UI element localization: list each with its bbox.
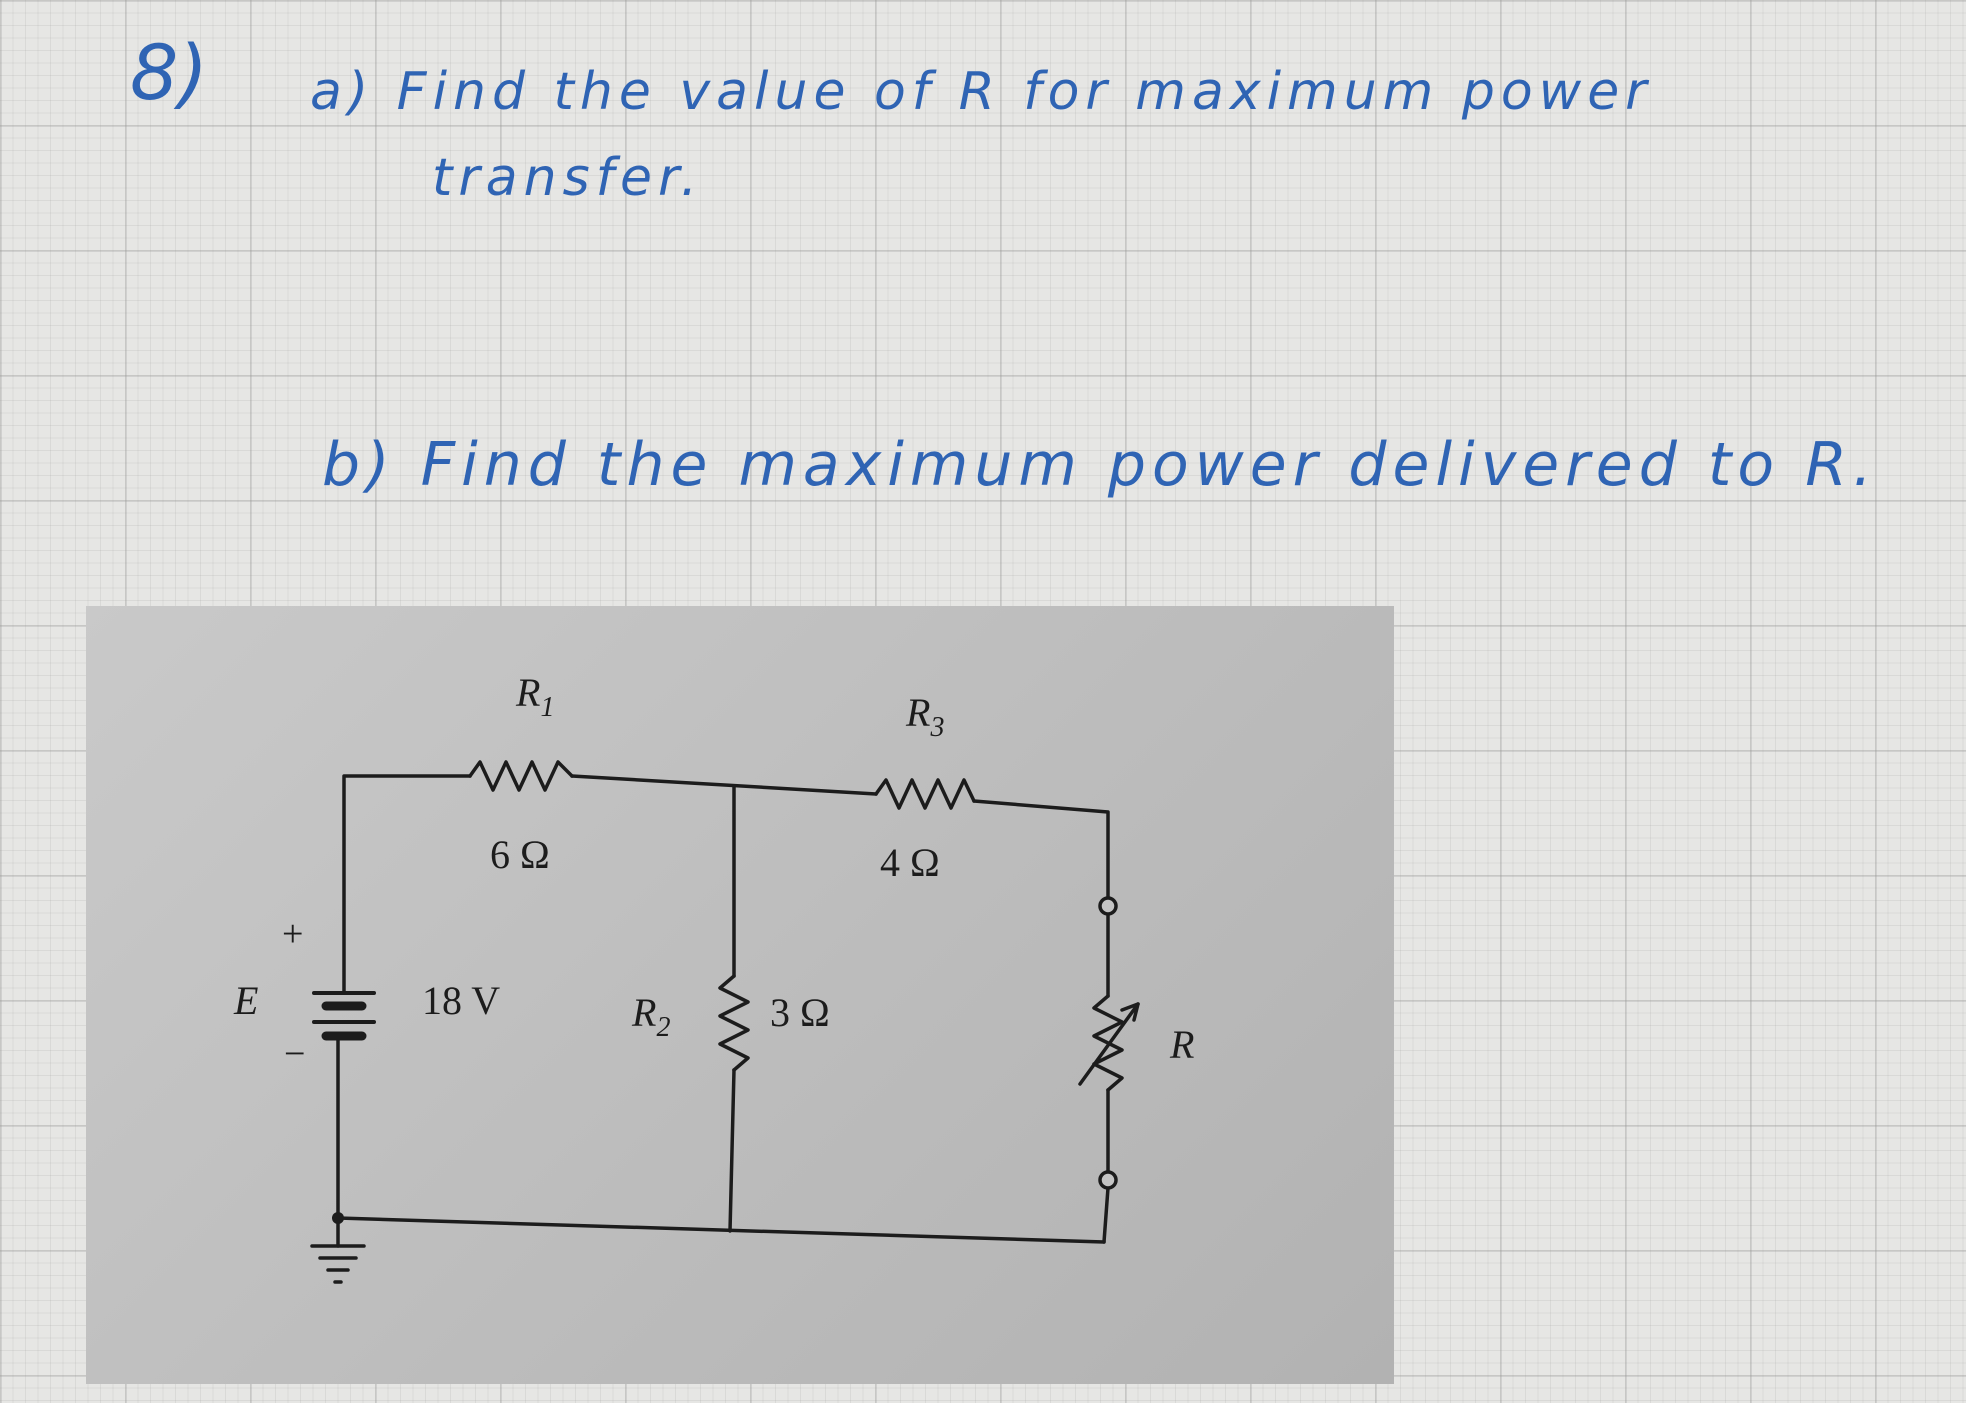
wire-top-left [342,774,472,995]
source-value: 18 V [422,978,500,1023]
wire-load-bottom [1102,1186,1110,1244]
r2-value: 3 Ω [770,990,830,1035]
circuit-svg: R1 6 Ω R3 4 Ω R2 3 Ω E 18 V + − R [233,670,1194,1284]
r1-value: 6 Ω [490,832,550,877]
source-plus: + [282,913,303,955]
question-part-a-line-1: a) Find the value of R for maximum power [310,62,1653,122]
terminal-bottom [1098,1170,1118,1190]
question-part-b: b) Find the maximum power delivered to R… [322,430,1878,500]
wire-r2-bottom [728,1068,736,1233]
terminal-top [1098,896,1118,916]
question-number: 8) [130,28,209,117]
r2-label: R2 [631,990,670,1043]
r3-label: R3 [905,690,944,743]
r1-label: R1 [515,670,554,723]
ground-junction [332,1212,344,1224]
load-variable-arrowhead [1120,1002,1140,1022]
r1-resistor [468,760,574,792]
question-part-a-line-2: transfer. [432,148,704,208]
r2-resistor [718,974,750,1072]
r3-resistor [874,778,976,810]
wire-top-right [972,799,1110,900]
load-label: R [1169,1022,1194,1067]
source-minus: − [284,1033,305,1075]
r3-value: 4 Ω [880,840,940,885]
ground-symbol [310,1244,366,1284]
load-variable-arrow [1078,1002,1140,1086]
circuit-diagram: R1 6 Ω R3 4 Ω R2 3 Ω E 18 V + − R [86,606,1394,1384]
source-name: E [233,978,258,1023]
wire-top-mid [570,774,878,796]
wire-bottom [336,1216,1106,1244]
